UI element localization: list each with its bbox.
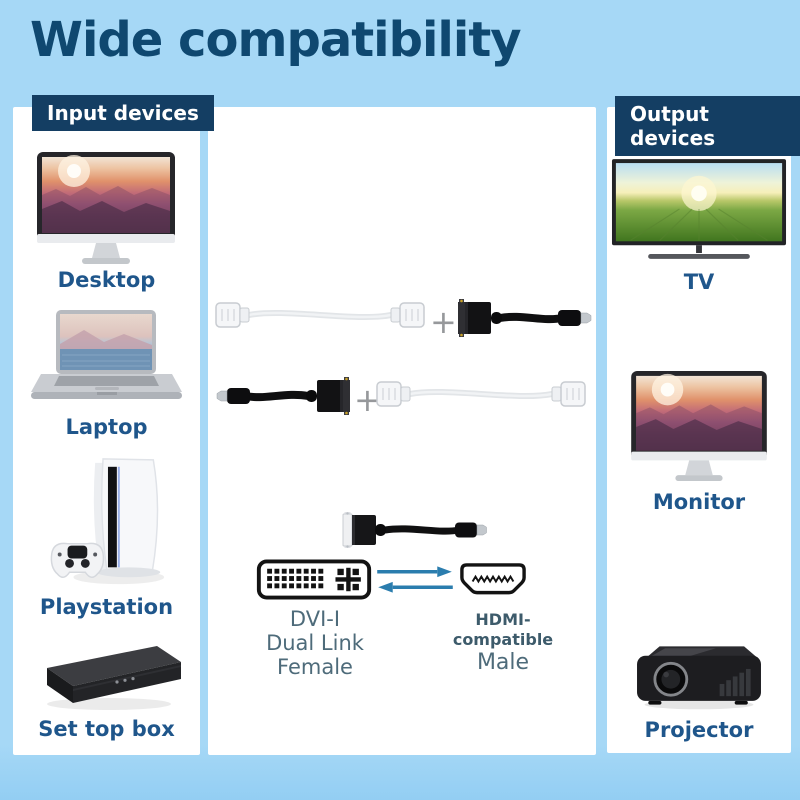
plus-sign: + [430, 303, 457, 341]
desktop-image [36, 151, 176, 267]
hdmi-connector-label: HDMI-compatible Male [452, 610, 554, 675]
output-panel: TV Monitor [607, 107, 791, 753]
dvi-cable-image [214, 294, 426, 340]
device-label-tv: TV [683, 270, 715, 294]
projector-image [633, 637, 765, 714]
tv-image [611, 158, 787, 262]
dvi-connector-icon [256, 559, 372, 604]
dvi-to-hdmi-adapter-image [456, 299, 592, 341]
device-label-laptop: Laptop [65, 415, 148, 439]
bidirectional-arrows-icon [375, 564, 455, 599]
device-label-desktop: Desktop [57, 268, 156, 292]
page-title: Wide compatibility [30, 12, 522, 68]
device-label-projector: Projector [644, 718, 754, 742]
playstation-image [41, 453, 171, 591]
monitor-image [630, 370, 768, 484]
dvi-connector-label: DVI-I Dual Link Female [266, 607, 364, 679]
device-label-set-top-box: Set top box [38, 717, 175, 741]
output-devices-badge: Output devices [615, 96, 800, 156]
center-panel: + + [208, 107, 596, 755]
device-label-playstation: Playstation [39, 595, 174, 619]
input-devices-badge: Input devices [32, 95, 214, 131]
dvi-cable-image [374, 373, 588, 419]
dvi-to-hdmi-adapter-image [341, 512, 487, 552]
hdmi-to-dvi-adapter-image [216, 377, 352, 419]
hdmi-connector-icon [459, 562, 527, 601]
set-top-box-image [29, 634, 184, 716]
laptop-image [29, 308, 184, 408]
device-label-monitor: Monitor [652, 490, 746, 514]
input-panel: Desktop Laptop [13, 107, 200, 755]
